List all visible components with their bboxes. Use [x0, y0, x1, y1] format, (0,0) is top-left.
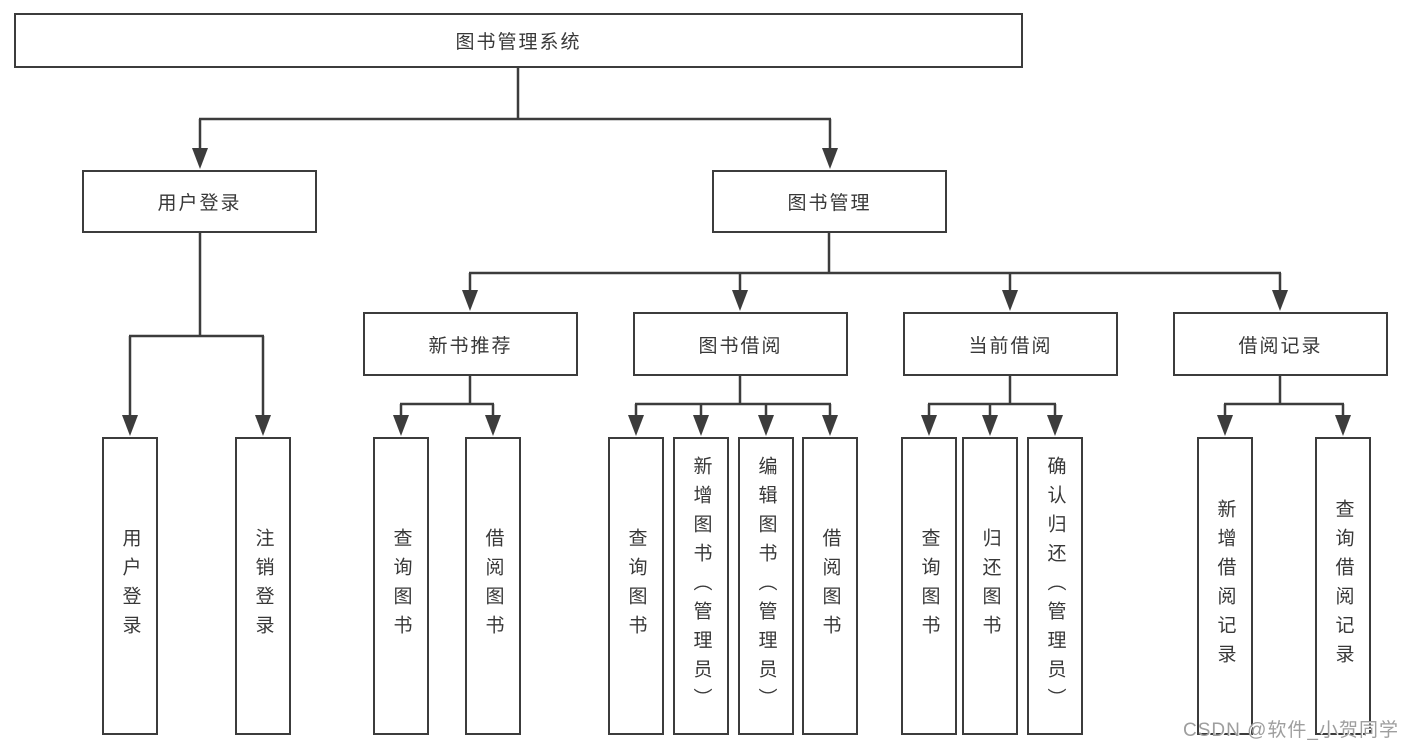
connector-current-borrowing — [921, 376, 1063, 436]
node-query-books-recommend-label: 查询图书 — [390, 528, 412, 644]
node-borrow-books-recommend-label: 借阅图书 — [482, 528, 504, 644]
node-book-borrowing-label: 图书借阅 — [698, 335, 783, 357]
node-user-login: 用户登录 — [82, 170, 317, 233]
node-current-borrowing: 当前借阅 — [903, 312, 1118, 376]
node-book-management: 图书管理 — [712, 170, 947, 233]
node-query-books-current-label: 查询图书 — [918, 528, 940, 644]
node-logout: 注销登录 — [235, 437, 291, 735]
node-borrowing-records-label: 借阅记录 — [1238, 335, 1323, 357]
node-borrow-books-borrowing: 借阅图书 — [802, 437, 858, 735]
node-book-borrowing: 图书借阅 — [633, 312, 848, 376]
node-edit-books-admin-label: 编辑图书（管理员） — [755, 455, 777, 717]
node-logout-label: 注销登录 — [252, 528, 274, 644]
node-return-books-label: 归还图书 — [979, 528, 1001, 644]
node-user-login-label: 用户登录 — [157, 193, 242, 214]
node-user-login-leaf: 用户登录 — [102, 437, 158, 735]
node-query-books-recommend: 查询图书 — [373, 437, 429, 735]
connector-root — [192, 67, 838, 169]
connector-book-management — [462, 233, 1288, 311]
node-new-book-recommend-label: 新书推荐 — [428, 335, 513, 357]
watermark: CSDN @软件_小贺同学 — [1183, 720, 1399, 741]
connector-borrowing-records — [1217, 376, 1351, 436]
node-query-books-current: 查询图书 — [901, 437, 957, 735]
node-query-borrow-record: 查询借阅记录 — [1315, 437, 1371, 735]
node-borrow-books-borrowing-label: 借阅图书 — [819, 528, 841, 644]
node-add-borrow-record-label: 新增借阅记录 — [1214, 499, 1236, 673]
node-query-books-borrowing-label: 查询图书 — [625, 528, 647, 644]
node-add-books-admin-label: 新增图书（管理员） — [690, 455, 712, 717]
node-edit-books-admin: 编辑图书（管理员） — [738, 437, 794, 735]
connector-user-login — [122, 233, 271, 436]
node-confirm-return-admin-label: 确认归还（管理员） — [1044, 455, 1066, 717]
node-book-management-label: 图书管理 — [787, 193, 872, 214]
node-root: 图书管理系统 — [14, 13, 1023, 68]
connector-book-borrowing — [628, 376, 838, 436]
node-current-borrowing-label: 当前借阅 — [968, 335, 1053, 357]
node-add-books-admin: 新增图书（管理员） — [673, 437, 729, 735]
node-add-borrow-record: 新增借阅记录 — [1197, 437, 1253, 735]
node-return-books: 归还图书 — [962, 437, 1018, 735]
connector-new-book-recommend — [393, 376, 501, 436]
node-confirm-return-admin: 确认归还（管理员） — [1027, 437, 1083, 735]
node-query-borrow-record-label: 查询借阅记录 — [1332, 499, 1354, 673]
node-borrow-books-recommend: 借阅图书 — [465, 437, 521, 735]
node-new-book-recommend: 新书推荐 — [363, 312, 578, 376]
node-user-login-leaf-label: 用户登录 — [119, 528, 141, 644]
node-borrowing-records: 借阅记录 — [1173, 312, 1388, 376]
node-query-books-borrowing: 查询图书 — [608, 437, 664, 735]
node-root-label: 图书管理系统 — [455, 32, 582, 53]
